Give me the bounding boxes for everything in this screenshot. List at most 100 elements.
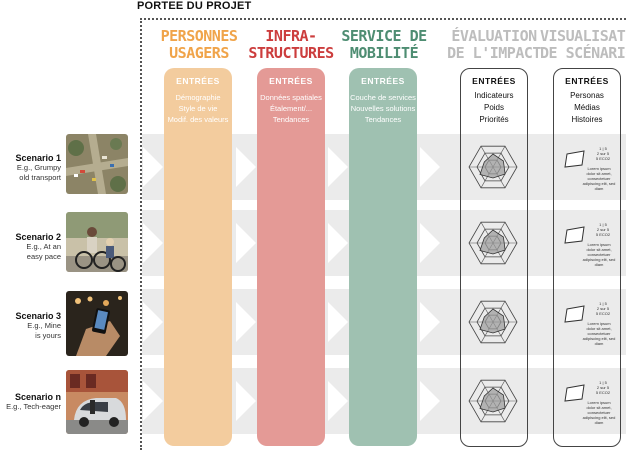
flow-arrow-icon [328, 147, 348, 187]
mini-card-stat-line: 5 ECO2 [595, 390, 611, 395]
infra-input-1: Données spatiales [260, 93, 322, 102]
mini-card-caption-line: diam [594, 262, 604, 267]
mini-card-stat-line: 2 sur 5 [596, 151, 610, 156]
scenario-n-sub-1: E.g., Tech-eager [6, 402, 61, 411]
scenario-n-title: Scenario n [14, 392, 61, 402]
visualisation-heading: VISUALISATION DE SCÉNARIOS [540, 28, 626, 62]
visual-heading-line-1: VISUALISATION [540, 28, 626, 45]
mini-card-stat-line: 5 ECO2 [595, 156, 611, 161]
mini-card-caption-line: dolor sit amet, [586, 405, 612, 410]
users-heading-line-2: USAGERS [169, 44, 229, 62]
infra-input-2: Étalement/... [269, 104, 313, 113]
flow-arrow-icon [420, 302, 440, 342]
scenario-3-sub-2: is yours [35, 331, 61, 340]
scenario-2-sub-1: E.g., At an [26, 242, 61, 251]
scenario-3-sub-1: E.g., Mine [27, 321, 61, 330]
users-input-1: Démographie [175, 93, 221, 102]
mini-card-caption-line: consectetuer [587, 331, 611, 336]
mini-card-caption-line: dolor sit amet, [586, 247, 612, 252]
impact-heading-line-1: ÉVALUATION [451, 27, 537, 45]
mini-card-stat-line: 5 ECO2 [595, 232, 611, 237]
mini-card-stat-line: 5 ECO2 [595, 311, 611, 316]
mobility-heading-line-2: MOBILITÉ [349, 44, 419, 62]
infra-entrees-label: ENTRÉES [269, 76, 313, 86]
impact-heading-line-2: DE L'IMPACT [447, 44, 541, 62]
scope-border-left [140, 18, 142, 450]
flow-arrow-icon [420, 223, 440, 263]
impact-heading: ÉVALUATION DE L'IMPACT [446, 28, 542, 62]
infra-heading-line-1: INFRA- [265, 27, 317, 45]
visual-entrees-label: ENTRÉES [565, 76, 609, 86]
mobility-pillar: ENTRÉES Couche de services Nouvelles sol… [349, 68, 417, 446]
mini-card-caption-line: Lorem ipsum [587, 321, 611, 326]
mini-card-caption-line: adipiscing elit, sed [582, 336, 616, 341]
impact-pillar: ENTRÉES Indicateurs Poids Priorités [460, 68, 528, 447]
radar-chart-icon [468, 221, 518, 265]
impact-input-3: Priorités [479, 115, 509, 124]
mini-card-caption-line: adipiscing elit, sed [582, 415, 616, 420]
scenario-3-thumbnail [66, 291, 128, 356]
infra-input-3: Tendances [272, 115, 310, 124]
mini-card-stat-line: 2 sur 5 [596, 306, 610, 311]
scenario-n-label: Scenario n E.g., Tech-eager [0, 392, 61, 412]
flow-arrow-icon [328, 381, 348, 421]
impact-input-1: Indicateurs [474, 91, 514, 100]
radar-chart-icon [468, 145, 518, 189]
users-heading: PERSONNES USAGERS [152, 28, 246, 62]
scope-border-top [140, 18, 626, 20]
flow-arrow-icon [328, 223, 348, 263]
radar-value-shape [479, 308, 506, 334]
mini-card-stat-line: 1 | 5 [599, 380, 607, 385]
scenario-3-label: Scenario 3 E.g., Mine is yours [0, 311, 61, 341]
flow-arrow-icon [236, 381, 256, 421]
mini-card-caption-line: adipiscing elit, sed [582, 257, 616, 262]
mini-card-caption-line: consectetuer [587, 252, 611, 257]
visual-input-2: Médias [574, 103, 600, 112]
flow-arrow-icon [420, 381, 440, 421]
mini-card-caption-line: Lorem ipsum [587, 400, 611, 405]
infrastructures-pillar: ENTRÉES Données spatiales Étalement/... … [257, 68, 325, 446]
screen-icon [564, 384, 585, 402]
mini-card-caption-line: diam [594, 420, 604, 425]
scenario-1-title: Scenario 1 [15, 153, 61, 163]
screen-icon [564, 305, 585, 323]
infrastructures-heading: INFRA- STRUCTURES [243, 28, 339, 62]
radar-chart-icon [468, 379, 518, 423]
radar-chart-icon [468, 300, 518, 344]
scenario-3-title: Scenario 3 [15, 311, 61, 321]
impact-entrees-label: ENTRÉES [472, 76, 516, 86]
mobility-heading-line-1: SERVICE DE [341, 27, 427, 45]
mobility-input-2: Nouvelles solutions [350, 104, 416, 113]
flow-arrow-icon [328, 302, 348, 342]
mobility-entrees-label: ENTRÉES [361, 76, 405, 86]
radar-value-shape [479, 229, 506, 255]
visual-input-3: Histoires [571, 115, 603, 124]
flow-arrow-icon [420, 147, 440, 187]
mini-card-caption-line: dolor sit amet, [586, 326, 612, 331]
mobility-input-1: Couche de services [350, 93, 416, 102]
screen-icon [564, 150, 585, 168]
visual-input-1: Personas [570, 91, 604, 100]
scenario-n-thumbnail [66, 370, 128, 434]
scenario-1-thumbnail [66, 134, 128, 194]
screen-icon [564, 226, 585, 244]
flow-arrow-icon [143, 223, 163, 263]
scenario-1-sub-2: old transport [19, 173, 61, 182]
mini-card-stat-line: 1 | 5 [599, 301, 607, 306]
mini-card-caption-line: diam [594, 341, 604, 346]
scenario-2-label: Scenario 2 E.g., At an easy pace [0, 232, 61, 262]
mobility-heading: SERVICE DE MOBILITÉ [336, 28, 432, 62]
scenario-2-title: Scenario 2 [15, 232, 61, 242]
mobility-input-3: Tendances [364, 115, 402, 124]
flow-arrow-icon [143, 147, 163, 187]
impact-input-2: Poids [483, 103, 504, 112]
scenario-1-label: Scenario 1 E.g., Grumpy old transport [0, 153, 61, 183]
